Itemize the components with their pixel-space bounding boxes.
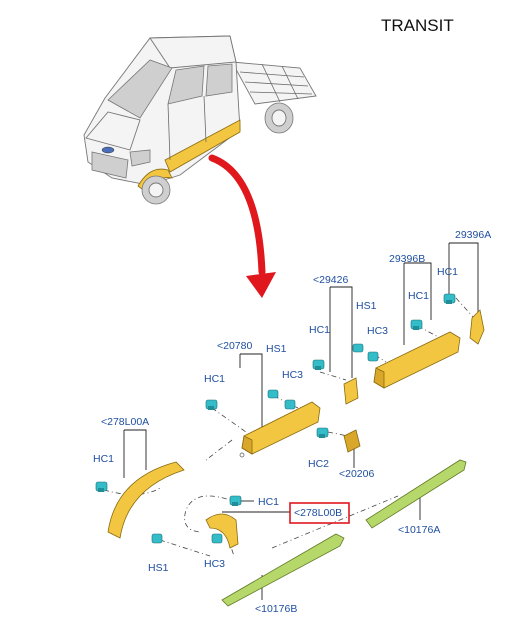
part-29396A [469, 309, 485, 345]
label-278L00A: <278L00A [101, 416, 149, 428]
label-hc2: HC2 [308, 458, 329, 470]
label-hc1: HC1 [437, 266, 458, 278]
label-29396B: 29396B [389, 253, 425, 265]
parts [107, 309, 485, 607]
pointer-arrow [208, 154, 276, 298]
clip-icon [312, 359, 325, 370]
label-29396A: 29396A [455, 229, 491, 241]
clip-icon [151, 533, 163, 544]
part-10176B [221, 533, 345, 607]
label-hc1: HC1 [408, 290, 429, 302]
part-278L00B [205, 513, 239, 549]
label-20780: <20780 [217, 340, 252, 352]
label-hs1: HS1 [148, 562, 169, 574]
label-hs1: HS1 [356, 300, 377, 312]
clip-icon [229, 495, 242, 506]
diagram-title: TRANSIT [381, 16, 454, 35]
van-illustration [83, 35, 317, 205]
part-labels: 29396A 29396B <29426 <20780 <278L00A <27… [93, 229, 491, 615]
label-10176B: <10176B [255, 603, 297, 615]
part-20780 [241, 401, 321, 455]
label-10176A: <10176A [398, 524, 440, 536]
label-hc3: HC3 [204, 558, 225, 570]
part-29396B [373, 331, 461, 389]
label-hc3: HC3 [282, 369, 303, 381]
part-20206 [343, 429, 361, 453]
clip-icon [443, 293, 456, 304]
highlight-box [289, 502, 350, 524]
label-hc3: HC3 [367, 325, 388, 337]
clip-icon [352, 343, 364, 353]
part-29426 [343, 377, 359, 405]
clip-icon [95, 481, 108, 492]
part-10176A [365, 459, 467, 529]
label-hc1: HC1 [309, 324, 330, 336]
clip-icon [267, 389, 279, 399]
clip-icon [367, 351, 379, 362]
label-hc1: HC1 [204, 373, 225, 385]
label-278L00B: <278L00B [294, 507, 342, 519]
part-278L00A [107, 461, 185, 539]
clip-icon [410, 319, 423, 330]
label-hc1: HC1 [258, 496, 279, 508]
clip-icon [205, 399, 218, 410]
label-29426: <29426 [313, 274, 348, 286]
label-hc1: HC1 [93, 453, 114, 465]
clip-icon [316, 427, 329, 438]
clip-icon [284, 399, 296, 410]
label-20206: <20206 [339, 468, 374, 480]
clips [95, 293, 456, 544]
label-hs1: HS1 [266, 343, 287, 355]
clip-icon [211, 533, 223, 544]
